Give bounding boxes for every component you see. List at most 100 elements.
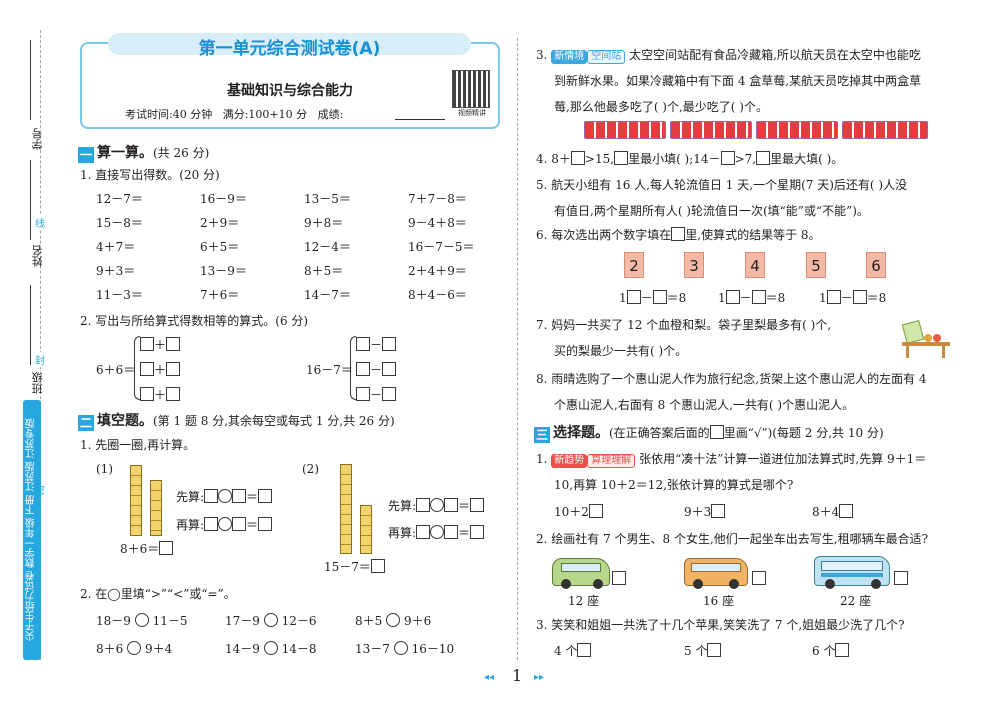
answer-row[interactable]: －: [356, 336, 397, 353]
answer-box[interactable]: [626, 290, 641, 304]
compare-item[interactable]: 8＋6 9＋4: [96, 640, 172, 657]
compare-item[interactable]: 18－9 11－5: [96, 612, 187, 629]
compare-item[interactable]: 13－7 16－10: [355, 640, 454, 657]
operator-circle[interactable]: [430, 498, 445, 512]
compare-left: 17－9: [225, 614, 260, 628]
operator-circle[interactable]: [218, 489, 233, 503]
option[interactable]: 6 个: [812, 642, 850, 659]
compare-item[interactable]: 8＋5 9＋6: [355, 612, 431, 629]
step-row[interactable]: 先算:＝: [388, 497, 485, 514]
answer-box[interactable]: [470, 498, 485, 512]
equation-blank[interactable]: 1－＝8: [819, 289, 886, 306]
qr-code-icon[interactable]: [452, 70, 490, 108]
check-box[interactable]: [707, 643, 722, 657]
answer-box[interactable]: [382, 387, 397, 401]
answer-box[interactable]: [416, 525, 431, 539]
answer-box[interactable]: [140, 387, 154, 401]
answer-box[interactable]: [204, 489, 219, 503]
answer-box[interactable]: [232, 489, 247, 503]
answer-box[interactable]: [356, 337, 370, 351]
compare-circle[interactable]: [263, 613, 278, 627]
answer-row[interactable]: ＋: [140, 386, 181, 403]
compare-circle[interactable]: [263, 641, 278, 655]
option[interactable]: 10＋2: [554, 503, 603, 520]
answer-box[interactable]: [159, 541, 174, 555]
number-card[interactable]: 4: [745, 252, 765, 278]
check-box[interactable]: [894, 571, 908, 585]
answer-box[interactable]: [258, 517, 273, 531]
answer-box[interactable]: [756, 151, 771, 165]
compare-right: 16－10: [411, 642, 455, 656]
answer-box[interactable]: [356, 387, 370, 401]
compare-item[interactable]: 14－9 14－8: [225, 640, 316, 657]
answer-box[interactable]: [444, 525, 459, 539]
operator-circle[interactable]: [430, 525, 445, 539]
option[interactable]: 9＋3: [684, 503, 726, 520]
answer-box[interactable]: [382, 362, 397, 376]
answer-box[interactable]: [614, 151, 629, 165]
answer-box[interactable]: [232, 517, 247, 531]
step-row[interactable]: 再算:＝: [176, 516, 273, 533]
number-card[interactable]: 6: [866, 252, 886, 278]
check-box[interactable]: [839, 504, 854, 518]
cut-mark: 封: [35, 352, 45, 367]
check-box[interactable]: [752, 571, 766, 585]
answer-box[interactable]: [370, 559, 385, 573]
answer-box[interactable]: [444, 498, 459, 512]
check-box[interactable]: [835, 643, 850, 657]
answer-box[interactable]: [826, 290, 841, 304]
score-blank[interactable]: [395, 119, 445, 120]
prev-page-icon[interactable]: ◂◂: [484, 672, 495, 683]
check-box[interactable]: [588, 504, 603, 518]
operator-circle[interactable]: [218, 517, 233, 531]
number-card[interactable]: 3: [684, 252, 704, 278]
answer-box[interactable]: [166, 337, 181, 351]
answer-box[interactable]: [470, 525, 485, 539]
answer-row[interactable]: －: [356, 361, 397, 378]
orange-shape: [933, 334, 941, 342]
compare-item[interactable]: 17－9 12－6: [225, 612, 316, 629]
answer-box[interactable]: [570, 151, 585, 165]
step-row[interactable]: 再算:＝: [388, 524, 485, 541]
next-page-icon[interactable]: ▸▸: [534, 672, 545, 683]
answer-row[interactable]: －: [356, 386, 397, 403]
answer-box[interactable]: [382, 337, 397, 351]
step-row[interactable]: 先算:＝: [176, 488, 273, 505]
answer-box[interactable]: [166, 387, 181, 401]
answer-box[interactable]: [140, 337, 154, 351]
answer-row[interactable]: ＋: [140, 361, 181, 378]
answer-box[interactable]: [140, 362, 154, 376]
answer-box[interactable]: [725, 290, 740, 304]
option[interactable]: 5 个: [684, 642, 722, 659]
compare-circle[interactable]: [393, 641, 408, 655]
question-text: 太空空间站配有食品冷藏箱,所以航天员在太空中也能吃: [629, 48, 921, 62]
option[interactable]: 8＋4: [812, 503, 854, 520]
answer-box[interactable]: [416, 498, 431, 512]
compare-circle[interactable]: [127, 641, 142, 655]
answer-box[interactable]: [166, 362, 181, 376]
arith-item: 9－4＋8＝: [408, 216, 467, 230]
check-box[interactable]: [612, 571, 626, 585]
question-8-line1: 8. 雨晴选购了一个惠山泥人作为旅行纪念,货架上这个惠山泥人的左面有 4: [536, 370, 927, 387]
answer-box[interactable]: [652, 290, 667, 304]
answer-box[interactable]: [356, 362, 370, 376]
spine-label-name: 姓名: [31, 245, 44, 267]
number-card[interactable]: 5: [806, 252, 826, 278]
compare-circle[interactable]: [134, 613, 149, 627]
answer-box[interactable]: [852, 290, 867, 304]
window: [821, 561, 883, 571]
option[interactable]: 4 个: [554, 642, 592, 659]
check-box[interactable]: [711, 504, 726, 518]
ten-rod-icon: [340, 464, 352, 554]
answer-box[interactable]: [258, 489, 273, 503]
answer-row[interactable]: ＋: [140, 336, 181, 353]
check-box[interactable]: [577, 643, 592, 657]
answer-box[interactable]: [204, 517, 219, 531]
number-card[interactable]: 2: [624, 252, 644, 278]
compare-circle[interactable]: [386, 613, 401, 627]
equation-blank[interactable]: 1－＝8: [619, 289, 686, 306]
equation-blank[interactable]: 1－＝8: [718, 289, 785, 306]
equation-text: 1: [619, 291, 627, 305]
answer-box[interactable]: [720, 151, 735, 165]
answer-box[interactable]: [751, 290, 766, 304]
